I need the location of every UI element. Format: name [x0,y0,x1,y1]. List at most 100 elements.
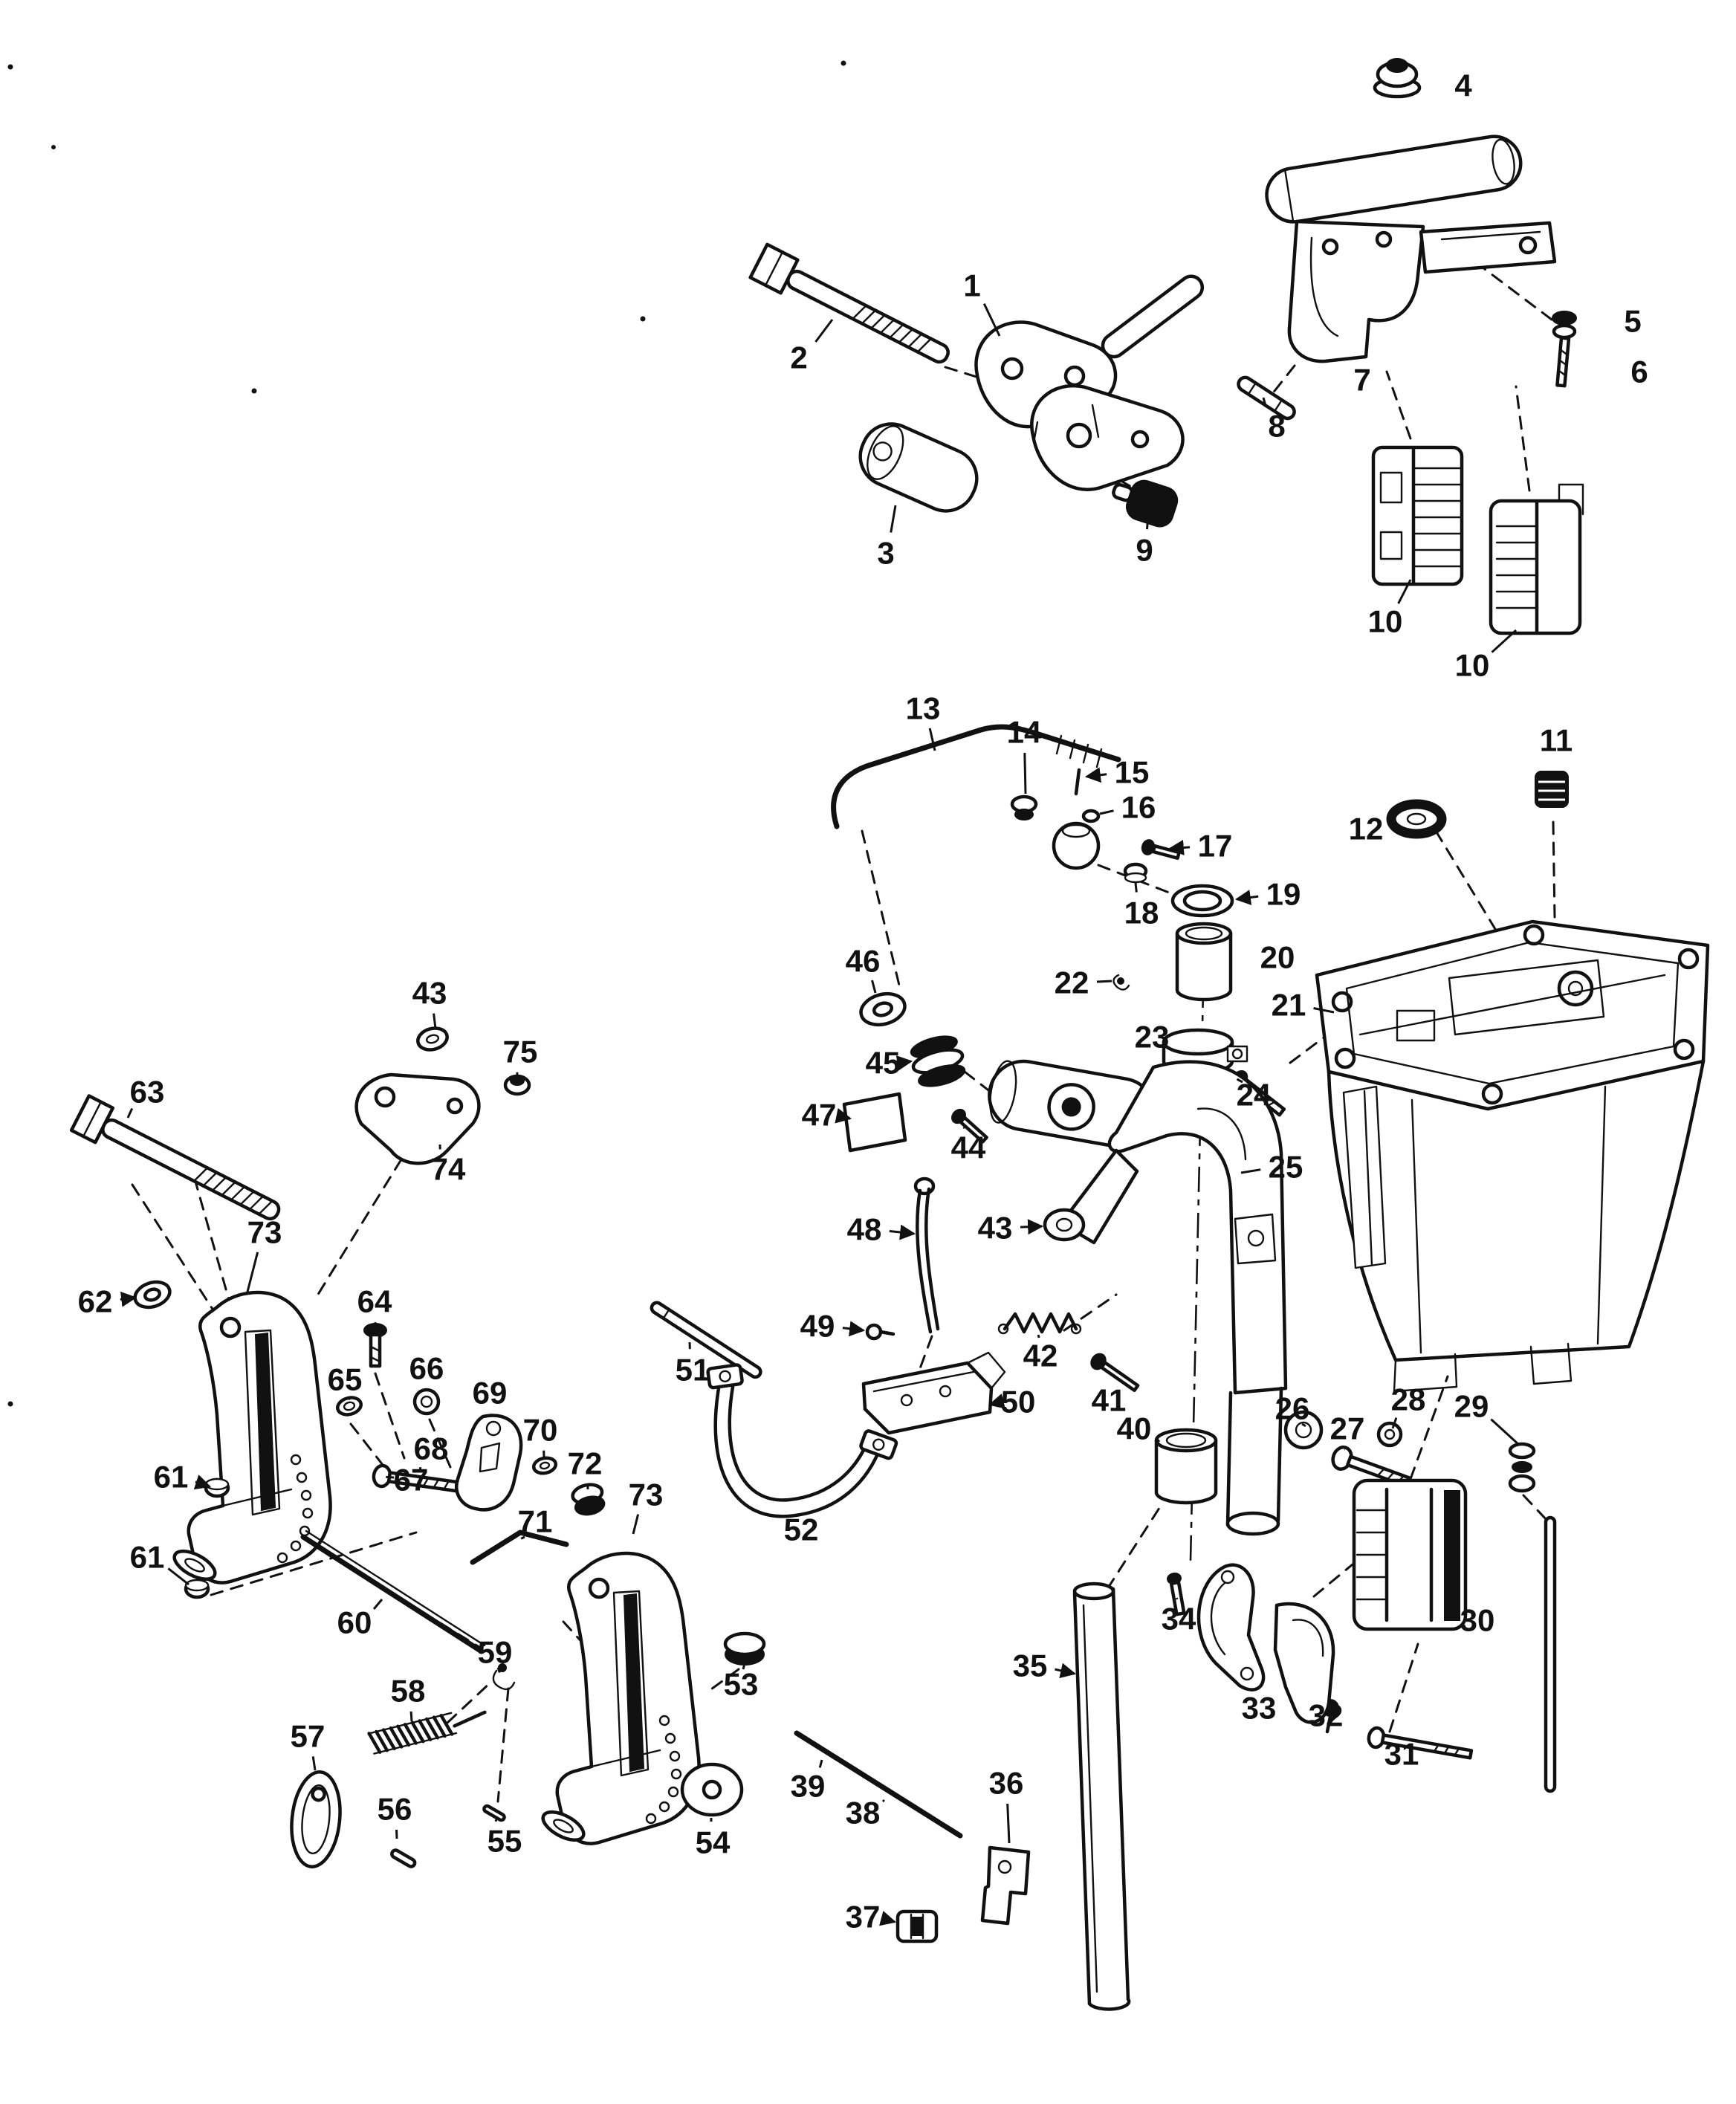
leader-line-15 [1084,767,1107,783]
leader-line-1 [982,302,1001,337]
nut-53 [723,1631,766,1666]
part-label-59: 59 [478,1635,513,1670]
part-label-15: 15 [1115,755,1150,790]
leader-line-57 [311,1756,317,1771]
leader-line-73a [245,1252,259,1295]
leader-line-2 [814,319,834,343]
link-threads [1055,734,1103,768]
clip-22 [1112,974,1130,991]
grommet-12 [1386,799,1447,839]
leader-line-10b [1491,629,1518,653]
part-label-5: 5 [1624,304,1641,339]
part-label-18: 18 [1124,896,1159,930]
washer-62 [133,1280,172,1310]
nut-61-upper [204,1477,230,1498]
leader-line-53 [742,1663,746,1670]
spring-58 [367,1710,487,1755]
part-label-70: 70 [523,1413,558,1448]
plate-50 [861,1351,1006,1435]
part-label-49: 49 [800,1309,835,1344]
washer-16 [1081,809,1101,823]
hardware-29 [1508,1442,1536,1493]
part-label-16: 16 [1121,790,1156,825]
leader-line-16 [1099,809,1114,815]
part-label-67: 67 [394,1463,429,1498]
washer-stack-72 [571,1483,606,1516]
washer-70 [531,1456,558,1475]
pin-51 [650,1301,762,1379]
part-label-35: 35 [1013,1648,1048,1683]
spring-42 [997,1312,1082,1335]
part-label-1: 1 [963,268,980,303]
steering-tube-35 [1072,1582,1131,2011]
pad-47 [842,1092,907,1153]
leader-line-17 [1167,840,1191,855]
washer-54 [680,1762,744,1817]
leader-line-62 [120,1291,137,1307]
part-label-63: 63 [130,1075,165,1110]
screw-17 [1141,839,1181,860]
sleeve-40 [1154,1428,1218,1505]
part-label-37: 37 [846,1900,881,1935]
part-label-43a: 43 [412,976,447,1011]
leader-line-42 [1037,1334,1040,1339]
part-label-17: 17 [1198,829,1233,864]
part-label-34: 34 [1162,1602,1196,1637]
washer-26 [1283,1410,1324,1450]
part-label-64: 64 [357,1284,392,1319]
leader-line-63 [126,1107,134,1119]
part-label-56: 56 [378,1792,412,1827]
part-label-3: 3 [877,536,894,571]
mount-30 [1352,1478,1468,1631]
nut-18 [1123,862,1148,884]
leader-line-71 [520,1535,525,1540]
part-label-51: 51 [676,1353,710,1388]
bushing-45 [910,1035,966,1087]
rod-38-39 [794,1730,963,1839]
part-label-72: 72 [568,1446,603,1481]
leader-line-38 [881,1799,885,1803]
arm-74 [354,1072,481,1165]
part-label-4: 4 [1454,68,1472,103]
leader-line-12 [1389,821,1393,824]
pad-57 [290,1770,342,1868]
part-label-20: 20 [1260,940,1295,975]
part-label-19: 19 [1266,877,1301,912]
washer-28 [1376,1421,1403,1448]
leader-line-37 [879,1911,897,1926]
clamp-lever-1 [974,274,1205,491]
ring-19 [1170,884,1234,918]
part-label-33: 33 [1242,1691,1277,1726]
part-label-31: 31 [1384,1737,1419,1772]
leader-line-59 [496,1667,501,1674]
leader-line-46 [871,980,877,994]
part-label-27: 27 [1330,1411,1365,1446]
leader-line-43b [1020,1219,1044,1235]
part-label-28: 28 [1391,1382,1426,1417]
leader-line-68 [418,1466,422,1471]
leader-line-44 [962,1126,966,1130]
scan-specks [7,60,846,1407]
part-label-10b: 10 [1455,648,1490,683]
rod-60 [300,1530,486,1654]
leader-line-29 [1490,1418,1520,1446]
leader-line-61b [167,1567,190,1586]
leader-line-25 [1240,1168,1261,1174]
part-label-50: 50 [1001,1385,1036,1420]
clamp-bracket-73-right [539,1553,699,1845]
driveshaft-housing [1315,919,1710,1393]
leader-line-8 [1262,397,1267,408]
part-label-46: 46 [846,944,881,979]
part-label-11: 11 [1540,723,1573,758]
leader-line-43a [433,1013,437,1029]
leader-line-58 [409,1711,413,1722]
part-label-12: 12 [1349,812,1384,847]
clip-59 [492,1663,516,1691]
cotter-pin-48 [913,1176,940,1334]
leader-line-10a [1397,579,1412,604]
leader-line-24 [1236,1078,1243,1084]
washer-43-left [416,1026,449,1052]
part-label-61a: 61 [154,1460,189,1495]
bolt-63 [69,1094,281,1221]
